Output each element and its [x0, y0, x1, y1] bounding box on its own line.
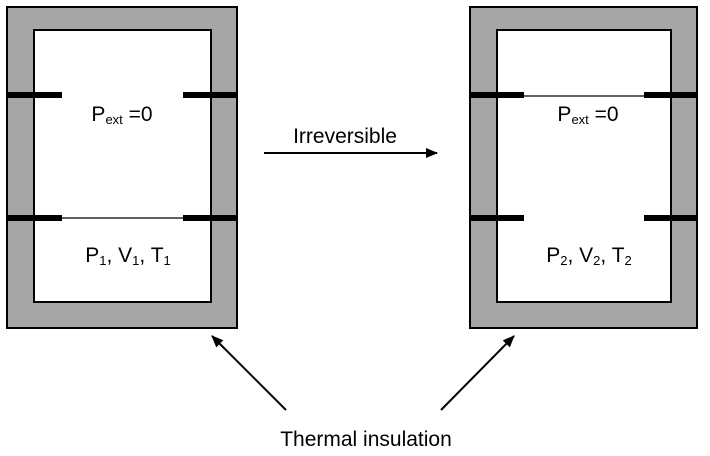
insulation-pointer-right-arrow-icon	[440, 335, 515, 411]
final-p-sub: 2	[560, 253, 567, 268]
final-p-main: P	[546, 244, 560, 267]
initial-upper-stop-right	[183, 92, 237, 98]
final-chamber	[496, 29, 672, 303]
insulation-label: Thermal insulation	[280, 428, 452, 451]
initial-upper-stop-left	[7, 92, 62, 98]
process-arrow-group: Irreversible	[264, 125, 438, 158]
final-p-sep: ,	[567, 244, 579, 267]
initial-v-main: V	[118, 244, 132, 267]
initial-container: Pext =0 P1, V1, T1	[6, 6, 238, 329]
initial-p-main: P	[85, 244, 99, 267]
initial-pext-value: =0	[123, 103, 153, 126]
initial-lower-stop-right	[183, 215, 237, 221]
final-pext-main: P	[557, 103, 571, 126]
final-state-label: P2, V2, T2	[546, 244, 632, 268]
final-v-main: V	[579, 244, 593, 267]
initial-lower-stop-left	[7, 215, 62, 221]
final-t-main: T	[612, 244, 625, 267]
initial-t-main: T	[151, 244, 164, 267]
final-lower-stop-left	[470, 215, 524, 221]
initial-pext-main: P	[91, 103, 105, 126]
initial-state-label: P1, V1, T1	[85, 244, 171, 268]
final-pext-label: Pext =0	[557, 103, 618, 127]
final-pext-sub: ext	[571, 112, 589, 127]
final-pext-value: =0	[589, 103, 619, 126]
initial-p-sep: ,	[106, 244, 118, 267]
final-lower-stop-right	[644, 215, 697, 221]
initial-chamber	[33, 29, 212, 303]
insulation-pointer-left-arrow-icon	[211, 335, 287, 411]
initial-v-sub: 1	[132, 253, 139, 268]
final-upper-stop-right	[644, 92, 697, 98]
process-label: Irreversible	[293, 125, 397, 148]
initial-t-sub: 1	[164, 253, 171, 268]
final-v-sep: ,	[600, 244, 611, 267]
final-upper-stop-left	[470, 92, 524, 98]
final-v-sub: 2	[593, 253, 600, 268]
initial-v-sep: ,	[139, 244, 150, 267]
initial-p-sub: 1	[99, 253, 106, 268]
final-container: Pext =0 P2, V2, T2	[469, 6, 698, 329]
final-t-sub: 2	[625, 253, 632, 268]
initial-pext-sub: ext	[105, 112, 123, 127]
initial-pext-label: Pext =0	[91, 103, 152, 127]
